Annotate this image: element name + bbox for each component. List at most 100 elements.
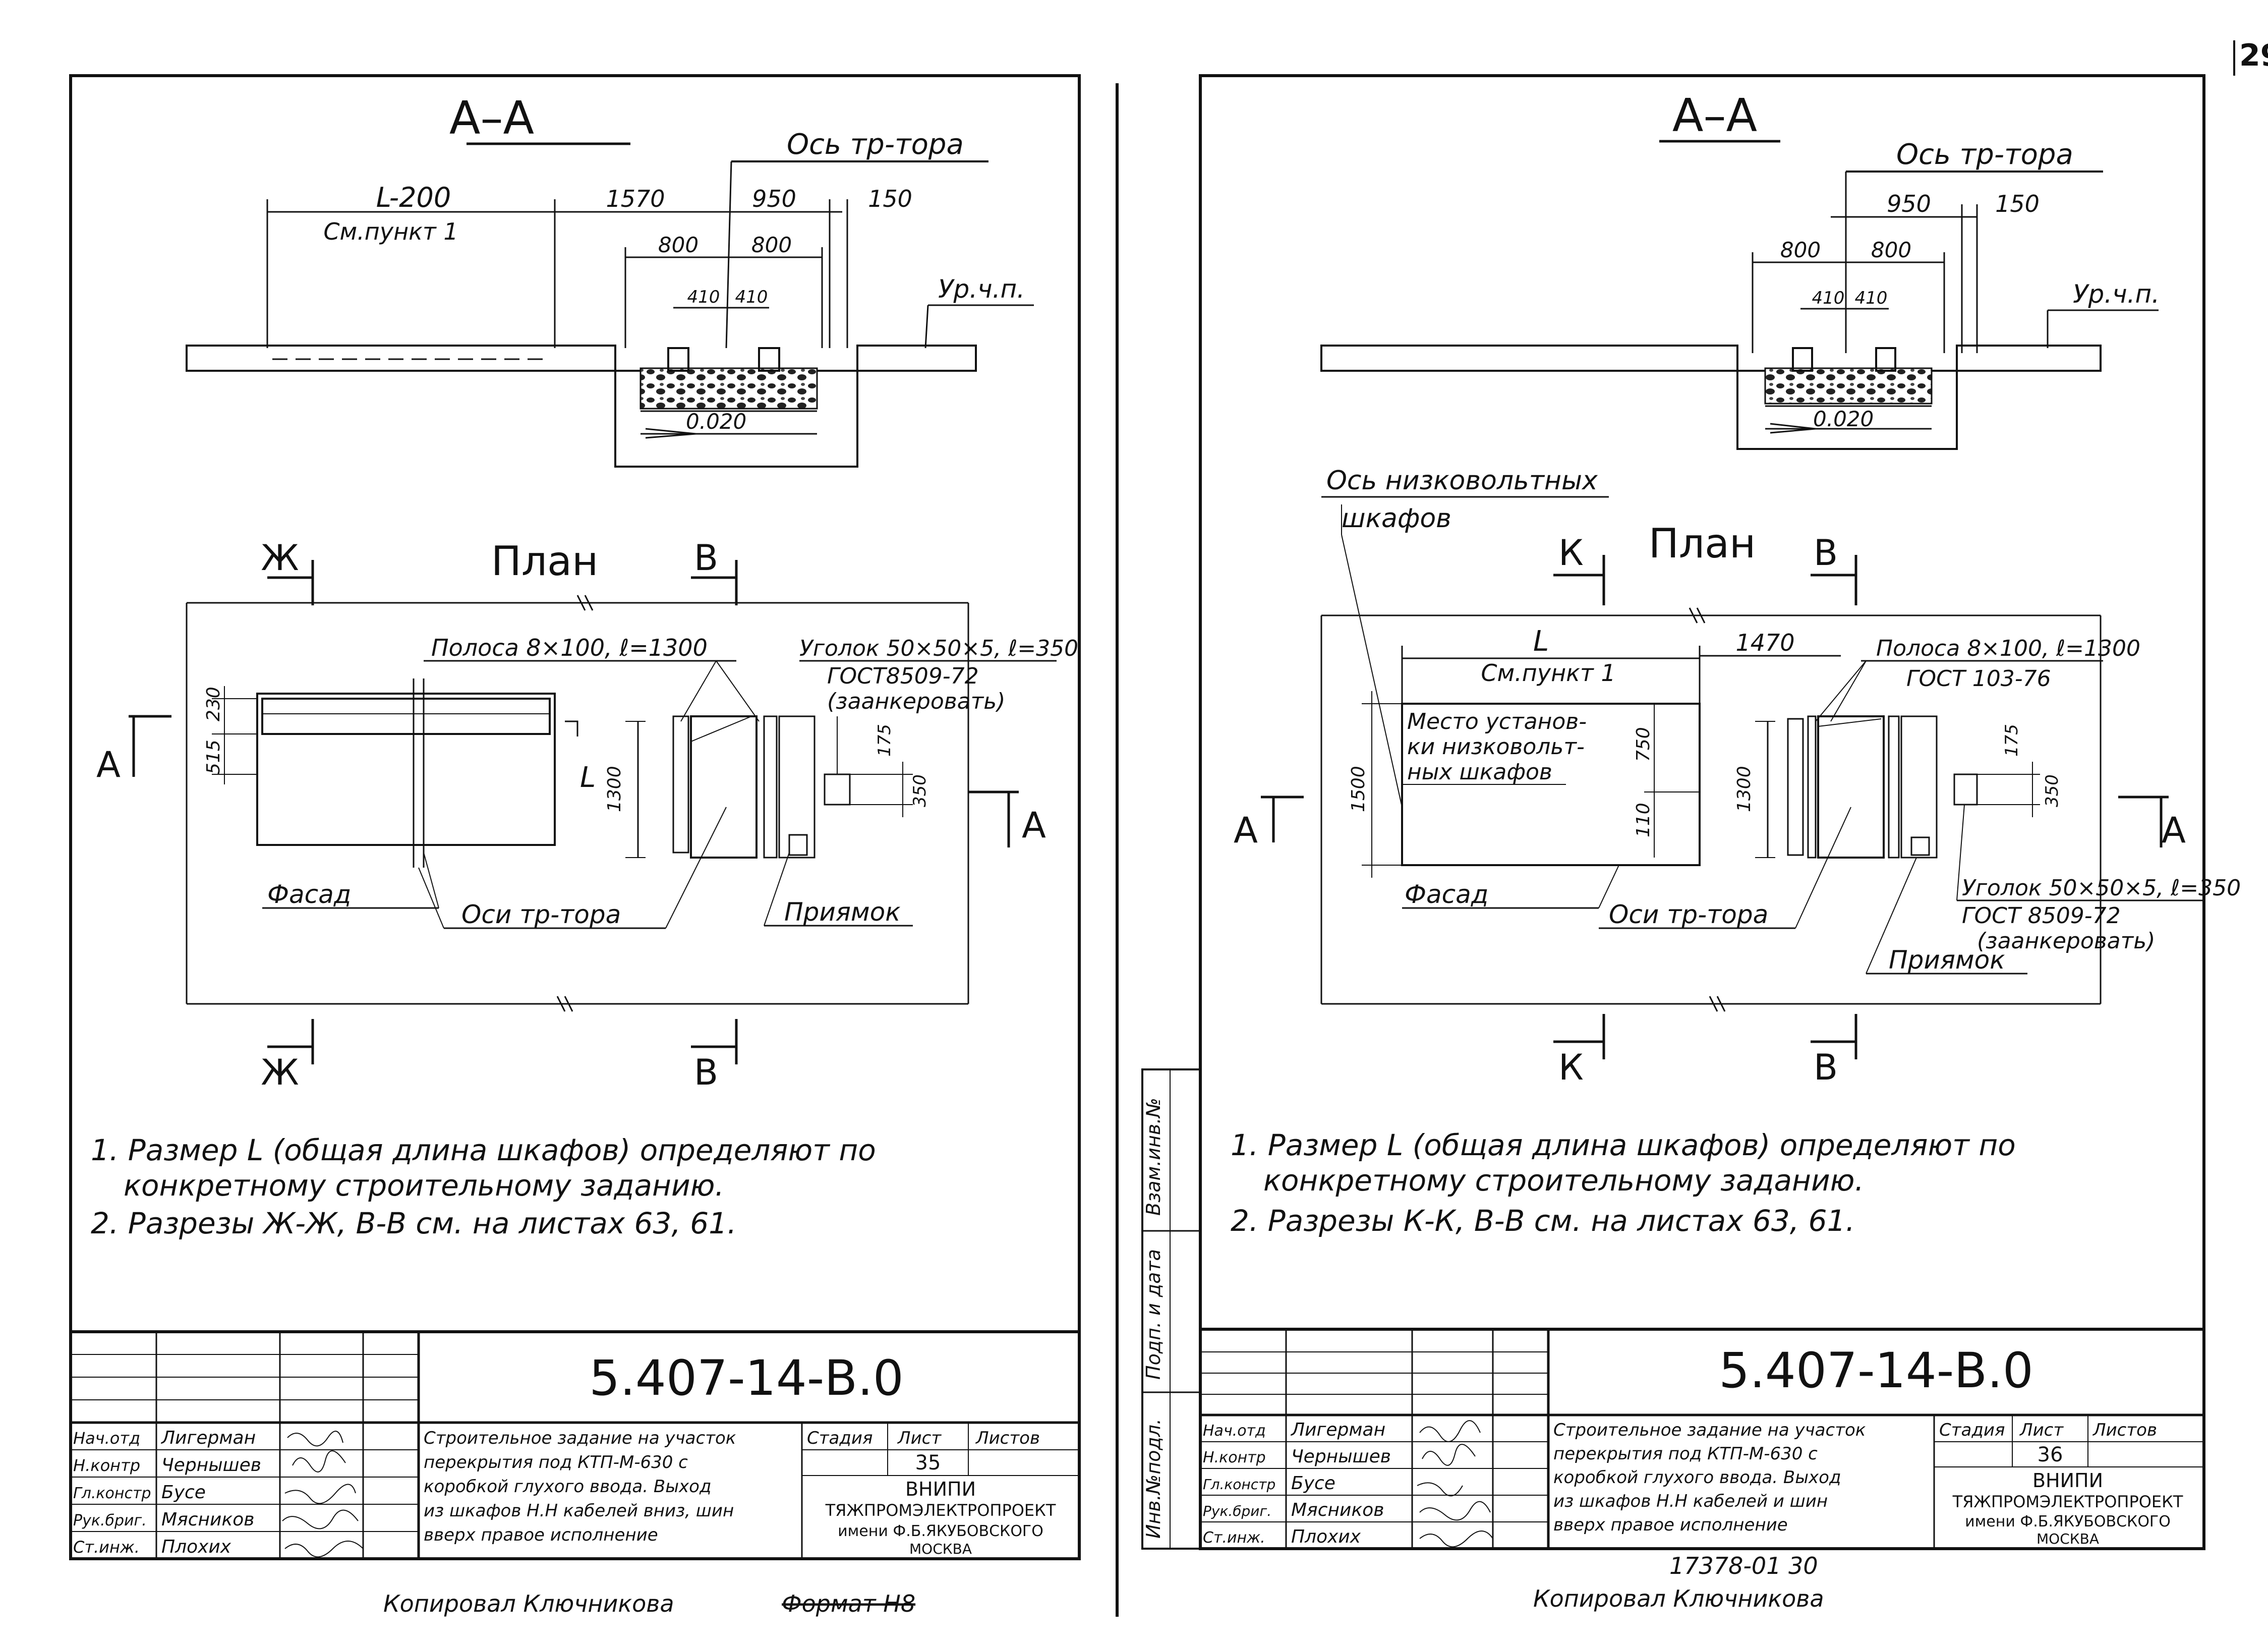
right-facade-label: Фасад: [1405, 880, 1488, 909]
left-sheet-no: 35: [915, 1451, 941, 1475]
right-lv-axis-label2: шкафов: [1342, 503, 1451, 534]
right-dim-350: 350: [2042, 774, 2062, 807]
left-facade-label: Фасад: [267, 880, 351, 909]
left-angle-note: (заанкеровать): [827, 689, 1005, 714]
left-facade-block: [256, 693, 556, 846]
right-col-sheets: Листов: [2092, 1420, 2157, 1440]
right-cut-k-top: К: [1558, 532, 1584, 574]
left-dim-410b: 410: [735, 287, 768, 307]
left-format: Формат Н8: [782, 1590, 915, 1617]
left-stamp-name-3: Мясников: [161, 1509, 254, 1530]
right-col-stage: Стадия: [1939, 1420, 2005, 1440]
right-dim-1300: 1300: [1734, 766, 1755, 812]
left-title-line-0: Строительное задание на участок: [424, 1428, 736, 1448]
right-title-line-2: коробкой глухого ввода. Выход: [1553, 1467, 1841, 1488]
left-stamp-name-4: Плохих: [161, 1537, 231, 1557]
left-cut-a-right: А: [1022, 805, 1046, 846]
left-dim-l: L: [580, 761, 596, 794]
left-frame: [69, 74, 1081, 1560]
left-stamp-name-0: Лигерман: [160, 1428, 256, 1448]
left-dim-150: 150: [868, 185, 912, 212]
right-stamp-name-0: Лигерман: [1290, 1420, 1385, 1440]
left-cut-v-top: В: [694, 537, 718, 579]
right-doc-code: 5.407-14-В.0: [1719, 1342, 2033, 1399]
right-org-2: имени Ф.Б.ЯКУБОВСКОГО: [1965, 1513, 2171, 1530]
right-stamp-role-3: Рук.бриг.: [1203, 1503, 1271, 1519]
right-copied: Копировал Ключникова: [1533, 1585, 1824, 1612]
right-dim-110: 110: [1633, 803, 1654, 837]
left-dim-230: 230: [203, 687, 224, 721]
right-title-line-4: вверх правое исполнение: [1553, 1515, 1788, 1535]
right-stamp-name-4: Плохих: [1291, 1526, 1361, 1547]
right-org-1: ТЯЖПРОМЭЛЕКТРОПРОЕКТ: [1952, 1492, 2183, 1511]
right-col-sheet: Лист: [2019, 1420, 2064, 1440]
left-cut-zh-top: Ж: [261, 537, 299, 579]
left-cut-v-bottom: В: [694, 1052, 718, 1093]
left-stamp-role-4: Ст.инж.: [73, 1538, 140, 1557]
left-cut-zh-bottom: Ж: [261, 1052, 299, 1093]
right-section-title: А–А: [1672, 89, 1757, 142]
right-plan-title: План: [1649, 520, 1756, 567]
right-note-2: 2. Разрезы К-К, В-В см. на листах 63, 61…: [1231, 1204, 1855, 1238]
left-org-0: ВНИПИ: [905, 1478, 976, 1500]
right-side-label-1: Подп. и дата: [1142, 1249, 1165, 1380]
right-org-3: МОСКВА: [2037, 1530, 2099, 1547]
right-stamp-name-2: Бусе: [1291, 1473, 1335, 1494]
left-dim-410a: 410: [687, 287, 720, 307]
left-col-sheet: Лист: [897, 1428, 942, 1448]
right-slope: 0.020: [1813, 407, 1874, 431]
right-side-strip: Взам.инв.№ Подп. и дата Инв.№подл.: [1141, 1068, 1201, 1550]
right-cut-a-left: А: [1234, 810, 1258, 851]
right-org-0: ВНИПИ: [2032, 1469, 2103, 1492]
left-ground-level: Ур.ч.п.: [938, 274, 1025, 304]
right-dim-800b: 800: [1871, 238, 1911, 262]
left-dim-l200-note: См.пункт 1: [323, 218, 458, 245]
right-dim-l: L: [1533, 625, 1549, 658]
right-cut-k-bottom: К: [1558, 1047, 1584, 1088]
left-stamp-role-2: Гл.констр: [73, 1485, 151, 1502]
right-rubble-fill: [1764, 367, 1933, 405]
left-note-1b: конкретному строительному заданию.: [124, 1168, 724, 1203]
right-dim-410a: 410: [1812, 288, 1845, 308]
right-dim-l-note: См.пункт 1: [1481, 659, 1615, 687]
right-cut-a-right: А: [2162, 810, 2186, 851]
right-title-line-0: Строительное задание на участок: [1553, 1420, 1866, 1440]
right-title-line-1: перекрытия под КТП-М-630 с: [1553, 1444, 1818, 1464]
left-plan-title: План: [491, 538, 599, 585]
right-dim-1500: 1500: [1348, 766, 1369, 812]
right-plan-outline: [1320, 614, 2102, 1005]
left-dim-800b: 800: [751, 233, 792, 257]
right-stamp-role-4: Ст.инж.: [1203, 1529, 1265, 1547]
right-dim-950: 950: [1887, 190, 1931, 217]
right-inventory: 17378-01 30: [1669, 1552, 1818, 1579]
left-dim-175: 175: [875, 724, 895, 757]
right-axes-label: Оси тр-тора: [1609, 900, 1768, 929]
right-dim-750: 750: [1633, 727, 1654, 762]
left-angle-gost: ГОСТ8509-72: [827, 663, 979, 689]
right-stamp-name-3: Мясников: [1291, 1500, 1384, 1520]
right-dim-150: 150: [1995, 190, 2040, 217]
right-place-label-1: ки низковольт-: [1407, 734, 1585, 760]
left-section-title: А–А: [449, 92, 534, 145]
page-number: 29: [2239, 38, 2268, 73]
left-sheet: А–А Ось тр-тора L-200 См.пункт 1 1570 95…: [69, 74, 1081, 1617]
right-dim-1470: 1470: [1735, 629, 1794, 656]
left-signatures: [282, 1431, 364, 1558]
right-strip-gost: ГОСТ 103-76: [1906, 666, 2051, 692]
left-note-2: 2. Разрезы Ж-Ж, В-В см. на листах 63, 61…: [91, 1206, 736, 1240]
right-axis-label: Ось тр-тора: [1896, 138, 2073, 171]
left-title-line-1: перекрытия под КТП-М-630 с: [424, 1452, 688, 1472]
right-place-label-2: ных шкафов: [1407, 759, 1552, 785]
right-title-line-3: из шкафов Н.Н кабелей и шин: [1553, 1491, 1828, 1511]
right-side-label-2: Инв.№подл.: [1142, 1419, 1165, 1539]
left-slope: 0.020: [686, 409, 746, 434]
right-dim-175: 175: [2002, 724, 2022, 757]
right-cut-v-top: В: [1814, 532, 1838, 574]
right-title-block: 5.407-14-В.0 Нач.отд Лигерман Н.контр Че…: [1199, 1328, 2205, 1550]
right-note-1b: конкретному строительному заданию.: [1263, 1163, 1864, 1198]
left-doc-code: 5.407-14-В.0: [589, 1350, 904, 1406]
right-pit-label: Приямок: [1889, 945, 2005, 975]
left-pit-label: Приямок: [784, 897, 900, 927]
left-dim-515: 515: [203, 740, 224, 774]
